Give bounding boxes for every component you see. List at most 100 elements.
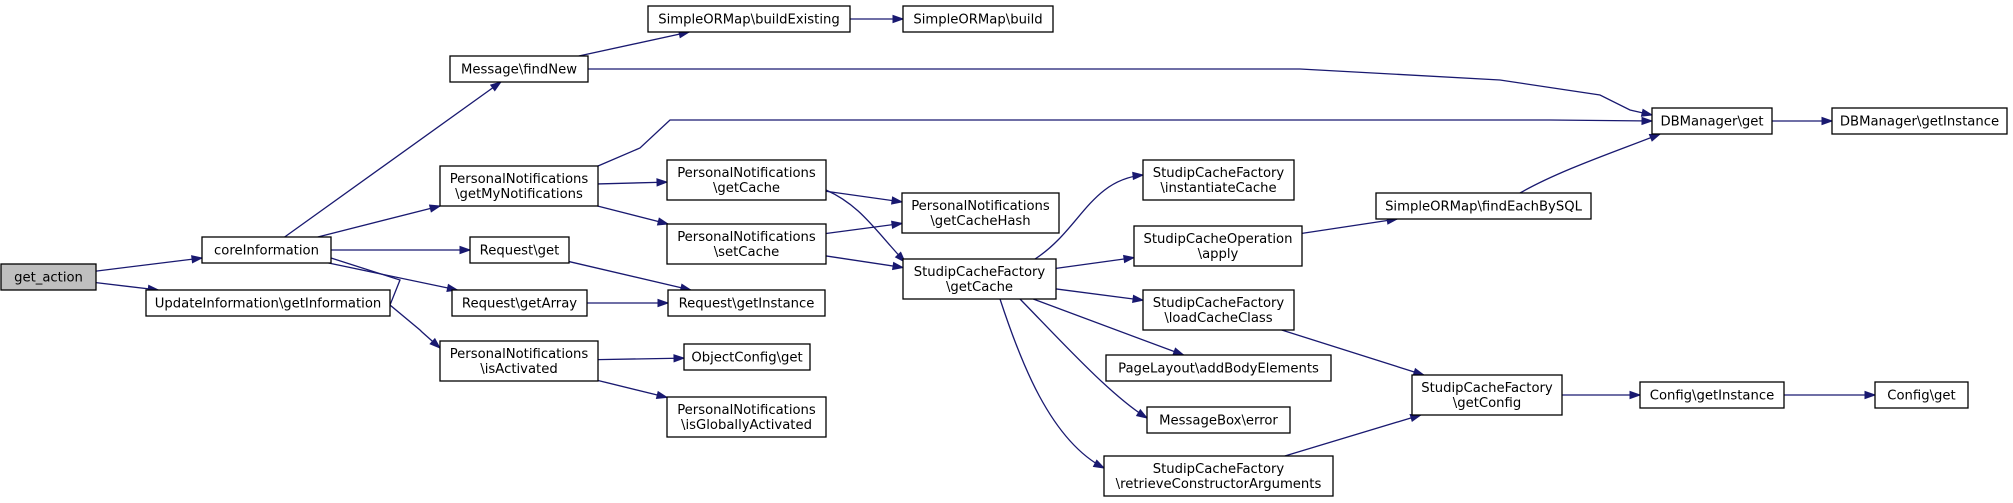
node-scf_loadCacheClass[interactable]: StudipCacheFactory\loadCacheClass — [1142, 289, 1295, 331]
arrowhead — [428, 204, 442, 213]
edge-config_getInstance-to-config_get — [1784, 390, 1877, 400]
node-label: SimpleORMap\build — [913, 13, 1042, 28]
node-label: StudipCacheOperation — [1144, 232, 1293, 247]
node-box — [449, 55, 589, 83]
edge-request_get-to-request_getInstance — [568, 260, 693, 292]
edge-coreInformation-to-request_get — [331, 245, 472, 255]
arrowhead — [656, 217, 670, 226]
edge-scf_getConfig-to-config_getInstance — [1562, 390, 1642, 400]
arrowhead — [1135, 408, 1149, 419]
arrowhead — [891, 196, 904, 205]
node-pn_setCache[interactable]: PersonalNotifications\setCache — [666, 223, 827, 265]
node-scf_getConfig[interactable]: StudipCacheFactory\getConfig — [1411, 374, 1563, 416]
node-scf_getCache[interactable]: StudipCacheFactory\getCache — [902, 258, 1057, 300]
node-pn_getMyNotifications[interactable]: PersonalNotifications\getMyNotifications — [439, 165, 599, 207]
arrowhead — [1132, 171, 1145, 181]
node-box — [666, 396, 827, 438]
node-label: StudipCacheFactory — [1421, 381, 1553, 396]
node-request_getInstance[interactable]: Request\getInstance — [667, 289, 826, 317]
node-message_findNew[interactable]: Message\findNew — [449, 55, 589, 83]
node-label: PersonalNotifications — [677, 230, 816, 245]
node-sco_apply[interactable]: StudipCacheOperation\apply — [1133, 225, 1303, 267]
arrowhead — [1412, 367, 1426, 376]
arrowhead — [891, 220, 904, 229]
node-box — [901, 192, 1060, 234]
node-box — [1639, 381, 1785, 409]
node-box — [1375, 192, 1592, 220]
node-label: \isActivated — [480, 362, 557, 377]
node-box — [1105, 354, 1332, 382]
node-label: SimpleORMap\buildExisting — [658, 13, 840, 28]
node-request_getArray[interactable]: Request\getArray — [451, 289, 588, 317]
node-label: Message\findNew — [461, 63, 577, 78]
node-pn_getCache[interactable]: PersonalNotifications\getCache — [666, 159, 827, 201]
edge-pn_isActivated-to-pn_isGloballyActivated — [597, 379, 669, 400]
node-label: Request\get — [480, 244, 560, 259]
node-box — [439, 165, 599, 207]
arrowhead — [655, 390, 669, 400]
edge-pn_getMyNotifications-to-db_get — [597, 116, 1654, 167]
node-get_action[interactable]: get_action — [0, 263, 97, 291]
node-db_getInstance[interactable]: DBManager\getInstance — [1831, 107, 2008, 135]
node-update_getInformation[interactable]: UpdateInformation\getInformation — [145, 289, 391, 317]
node-label: \getCache — [946, 280, 1013, 295]
node-config_getInstance[interactable]: Config\getInstance — [1639, 381, 1785, 409]
node-label: PersonalNotifications — [450, 347, 589, 362]
node-box — [1142, 159, 1295, 201]
node-orm_buildExisting[interactable]: SimpleORMap\buildExisting — [647, 5, 851, 33]
node-label: PersonalNotifications — [677, 166, 816, 181]
edge-request_getArray-to-request_getInstance — [587, 298, 670, 308]
node-label: \setCache — [714, 245, 780, 260]
node-box — [451, 289, 588, 317]
arrowhead — [1640, 108, 1654, 117]
node-pagelayout_addBodyElements[interactable]: PageLayout\addBodyElements — [1105, 354, 1332, 382]
node-label: Config\getInstance — [1650, 389, 1775, 404]
arrowhead — [1132, 294, 1145, 304]
arrowhead — [892, 14, 905, 24]
arrowhead — [1641, 116, 1654, 126]
edge-pn_getMyNotifications-to-pn_setCache — [597, 205, 670, 226]
node-scf_instantiateCache[interactable]: StudipCacheFactory\instantiateCache — [1142, 159, 1295, 201]
edge-coreInformation-to-pn_isActivated — [330, 257, 442, 350]
node-box — [666, 159, 827, 201]
node-messagebox_error[interactable]: MessageBox\error — [1146, 406, 1291, 434]
node-pn_isActivated[interactable]: PersonalNotifications\isActivated — [439, 340, 599, 382]
node-pn_getCacheHash[interactable]: PersonalNotifications\getCacheHash — [901, 192, 1060, 234]
edge-orm_buildExisting-to-orm_build — [850, 14, 905, 24]
node-coreInformation[interactable]: coreInformation — [201, 236, 332, 264]
node-label: StudipCacheFactory — [1153, 462, 1285, 477]
edge-pn_getMyNotifications-to-pn_getCache — [597, 178, 669, 187]
node-label: Request\getArray — [462, 297, 577, 312]
arrowhead — [673, 354, 686, 363]
node-request_get[interactable]: Request\get — [469, 236, 570, 264]
arrowhead — [489, 81, 503, 92]
node-label: Request\getInstance — [679, 297, 815, 312]
edge-pn_getCache-to-pn_getCacheHash — [825, 190, 904, 205]
node-label: PersonalNotifications — [450, 172, 589, 187]
arrowhead — [891, 261, 905, 271]
node-label: DBManager\get — [1660, 115, 1763, 130]
node-box — [0, 263, 97, 291]
node-config_get[interactable]: Config\get — [1874, 381, 1969, 409]
arrowhead — [1648, 133, 1662, 142]
node-orm_build[interactable]: SimpleORMap\build — [902, 5, 1054, 33]
nodes-layer: get_action coreInformationUpdateInformati… — [0, 5, 2008, 497]
node-box — [1133, 225, 1303, 267]
node-label: coreInformation — [214, 244, 319, 259]
node-objectconfig_get[interactable]: ObjectConfig\get — [683, 343, 811, 371]
node-orm_findEachBySQL[interactable]: SimpleORMap\findEachBySQL — [1375, 192, 1592, 220]
edges-layer — [95, 14, 1877, 469]
node-db_get[interactable]: DBManager\get — [1651, 107, 1773, 135]
node-scf_retrieveConstructorArguments[interactable]: StudipCacheFactory\retrieveConstructorAr… — [1103, 455, 1334, 497]
edge-coreInformation-to-message_findNew — [284, 81, 503, 238]
node-pn_isGloballyActivated[interactable]: PersonalNotifications\isGloballyActivate… — [666, 396, 827, 438]
node-label: \instantiateCache — [1160, 181, 1276, 196]
node-box — [1651, 107, 1773, 135]
node-box — [439, 340, 599, 382]
node-label: \loadCacheClass — [1164, 311, 1272, 326]
node-box — [902, 258, 1057, 300]
arrowhead — [1123, 254, 1136, 264]
node-label: PersonalNotifications — [677, 403, 816, 418]
arrowhead — [191, 255, 204, 264]
node-label: PersonalNotifications — [911, 199, 1050, 214]
